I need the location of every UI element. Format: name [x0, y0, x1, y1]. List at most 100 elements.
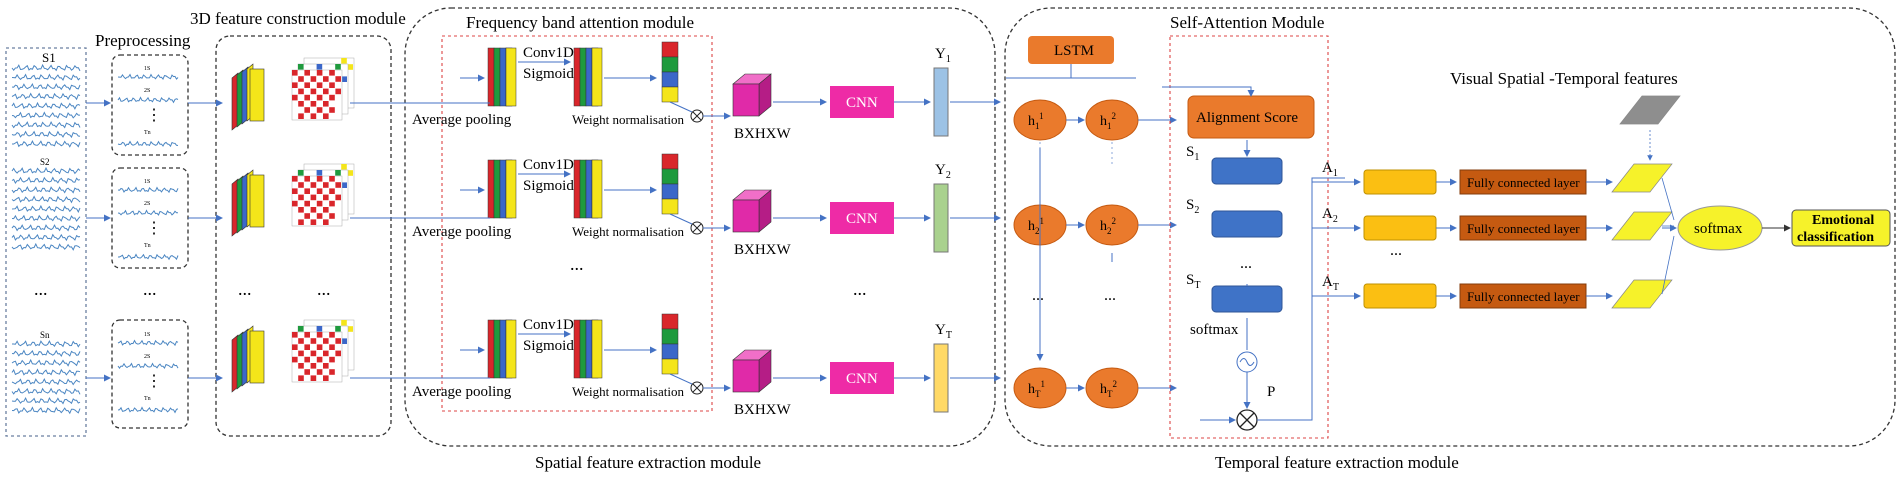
- fc-label: Fully connected layer: [1467, 289, 1580, 304]
- temporal-module-box: [1004, 7, 1896, 447]
- preprocessed-wave: [117, 186, 179, 194]
- ellipsis-a: ...: [1390, 242, 1402, 259]
- feature-cube: [732, 83, 760, 117]
- channel-label: 2S: [144, 88, 150, 94]
- score-row-2: S2: [1186, 197, 1283, 238]
- score-label: ST: [1186, 272, 1200, 291]
- score-label: S2: [1186, 197, 1199, 216]
- channel-label: 2S: [144, 354, 150, 360]
- cnn-label: CNN: [846, 95, 878, 111]
- signal-label-sn: Sn: [40, 330, 50, 340]
- weight-normalisation-label: Weight normalisation: [572, 112, 684, 127]
- raw-signal-wave: [11, 111, 80, 119]
- cnn-label: CNN: [846, 211, 878, 227]
- emotional-classification-box: [1791, 209, 1891, 247]
- preprocessing-group-1: [111, 54, 189, 156]
- emotional-classification-line2: classification: [1797, 230, 1874, 245]
- raw-signals-box: S1 S2 ... Sn: [5, 47, 87, 437]
- sigmoid-label: Sigmoid: [523, 338, 574, 354]
- raw-signal-wave: [11, 214, 81, 222]
- freq-attention-title: Frequency band attention module: [466, 13, 694, 32]
- weight-normalisation-label: Weight normalisation: [572, 224, 684, 239]
- preprocessed-wave: [117, 406, 179, 414]
- fc-label: Fully connected layer: [1467, 221, 1580, 236]
- score-box: [1211, 157, 1283, 185]
- preprocessed-wave: [117, 140, 179, 148]
- sigmoid-label: Sigmoid: [523, 66, 574, 82]
- temporal-module-title: Temporal feature extraction module: [1215, 453, 1459, 472]
- channel-label: 2S: [144, 201, 150, 207]
- bxhxw-label: BXHXW: [734, 126, 792, 142]
- ellipsis-scores: ...: [1240, 255, 1252, 272]
- vertical-ellipsis: ⋮: [146, 220, 162, 237]
- average-pooling-label: Average pooling: [412, 224, 512, 240]
- raw-signal-wave: [12, 339, 81, 348]
- channel-label: Tn: [144, 396, 151, 402]
- preprocessed-wave: [117, 96, 179, 104]
- raw-signal-wave: [11, 166, 81, 175]
- cnn-box: [830, 202, 894, 234]
- visual-features-title: Visual Spatial -Temporal features: [1450, 69, 1678, 88]
- freq-attention-box: [441, 35, 713, 412]
- preprocessed-wave: [118, 253, 179, 261]
- electrode-grid: [291, 57, 355, 121]
- raw-signal-wave: [11, 387, 81, 395]
- ellipsis-signals: ...: [34, 279, 48, 299]
- raw-signal-wave: [11, 368, 81, 377]
- raw-signal-wave: [11, 224, 81, 232]
- signal-label-s2: S2: [40, 157, 50, 167]
- y-vector: [933, 343, 949, 413]
- y-vector: [933, 183, 949, 253]
- emotional-classification-line1: Emotional: [1812, 213, 1874, 228]
- score-box: [1211, 210, 1283, 238]
- score-row-1: S1: [1186, 144, 1283, 185]
- spatiotemporal-feature-plane: [1619, 95, 1681, 125]
- raw-signal-wave: [11, 92, 81, 101]
- self-attention-box: [1169, 35, 1329, 439]
- y-vector: [933, 67, 949, 137]
- preprocessed-wave: [117, 209, 178, 216]
- lstm-box: [1028, 36, 1114, 64]
- feature-cube: [732, 359, 760, 393]
- ellipsis-cnn: ...: [853, 279, 867, 299]
- channel-label: 1S: [144, 66, 150, 72]
- context-vector: [1363, 215, 1437, 241]
- preprocessing-title: Preprocessing: [95, 31, 191, 50]
- lstm-label: LSTM: [1054, 43, 1094, 59]
- bxhxw-label: BXHXW: [734, 242, 792, 258]
- ellipsis-lstm: ...: [1032, 287, 1044, 304]
- raw-signal-wave: [11, 204, 81, 214]
- ellipsis-attention: ...: [570, 254, 584, 274]
- raw-signal-wave: [11, 101, 81, 110]
- feature-cube: [732, 199, 760, 233]
- context-label: A2: [1322, 206, 1338, 225]
- vertical-ellipsis: ⋮: [146, 373, 162, 390]
- channel-label: Tn: [144, 243, 151, 249]
- score-label: S1: [1186, 144, 1199, 163]
- context-vector: [1363, 169, 1437, 195]
- sigmoid-label: Sigmoid: [523, 178, 574, 194]
- context-label: AT: [1322, 274, 1339, 293]
- raw-signal-wave: [11, 233, 81, 242]
- band-cube: [231, 63, 265, 131]
- signal-label-s1: S1: [42, 50, 56, 65]
- y-label: Y1: [935, 46, 951, 65]
- electrode-grid: [291, 163, 355, 227]
- y-label: YT: [935, 322, 952, 341]
- conv1d-label: Conv1D: [523, 157, 574, 173]
- raw-signal-wave: [11, 406, 81, 415]
- raw-signal-wave: [11, 349, 81, 357]
- spatial-module-box: [404, 7, 996, 447]
- feature3d-title: 3D feature construction module: [190, 9, 406, 28]
- raw-signal-wave: [12, 139, 81, 148]
- ellipsis-lstm: ...: [1104, 287, 1116, 304]
